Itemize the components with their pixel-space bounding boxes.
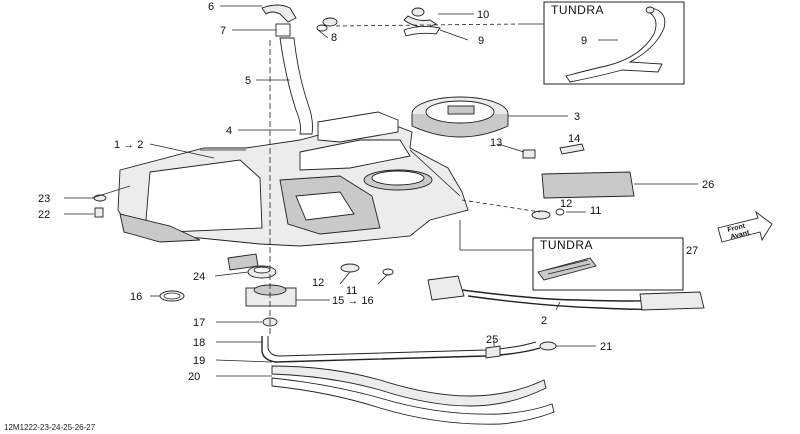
leader-lines	[64, 5, 698, 377]
callout-11b: 11	[346, 285, 357, 297]
callout-25: 25	[486, 334, 498, 346]
front-label: Front	[727, 223, 747, 234]
callout-15-16: 15 → 16	[332, 295, 374, 307]
callout-14: 14	[568, 133, 580, 145]
callout-24: 24	[193, 271, 205, 283]
callout-12b: 12	[560, 198, 572, 210]
vent-hose-assembly	[261, 4, 313, 135]
tundra-inset-mid: TUNDRA	[532, 237, 684, 291]
callout-2: 2	[541, 315, 547, 327]
callout-12c: 12	[312, 277, 324, 289]
tundra-top-title: TUNDRA	[551, 3, 604, 17]
callout-7: 7	[220, 25, 226, 37]
wiring-harness	[427, 275, 705, 311]
callout-6: 6	[208, 1, 214, 13]
callout-11: 11	[590, 205, 601, 217]
fuel-lines	[261, 336, 555, 425]
callout-9b: 9	[581, 35, 587, 47]
callout-17: 17	[193, 317, 205, 329]
callout-labels: 6 10 7 8 9 9 5 3 4 1 → 2 13 14 26 23 22 …	[38, 1, 714, 383]
callout-3: 3	[574, 111, 580, 123]
callout-26: 26	[702, 179, 714, 191]
callout-10: 10	[477, 9, 489, 21]
callout-21: 21	[600, 341, 612, 353]
fuel-cap	[411, 96, 509, 138]
fuel-pump-assembly	[159, 284, 297, 327]
callout-1-2: 1 → 2	[114, 139, 143, 151]
callout-8: 8	[331, 32, 337, 44]
callout-13: 13	[490, 137, 502, 149]
lower-centre-parts	[227, 253, 394, 279]
callout-16: 16	[130, 291, 142, 303]
callout-19: 19	[193, 355, 205, 367]
callout-27: 27	[686, 245, 698, 257]
callout-5: 5	[245, 75, 251, 87]
callout-9a: 9	[478, 35, 484, 47]
callout-20: 20	[188, 371, 200, 383]
tundra-inset-top: TUNDRA	[543, 1, 685, 85]
right-side-parts	[522, 143, 635, 220]
tundra-mid-title: TUNDRA	[540, 238, 593, 252]
left-fasteners	[93, 194, 107, 218]
diagram-code: 12M1222-23-24-25-26-27	[4, 423, 96, 432]
callout-23: 23	[38, 193, 50, 205]
avant-label: Avant	[730, 229, 751, 241]
front-direction-arrow: Front Avant	[717, 210, 773, 243]
callout-4: 4	[226, 125, 232, 137]
callout-18: 18	[193, 337, 205, 349]
callout-22: 22	[38, 209, 50, 221]
clamps	[485, 341, 557, 359]
fuel-tank	[117, 111, 469, 247]
